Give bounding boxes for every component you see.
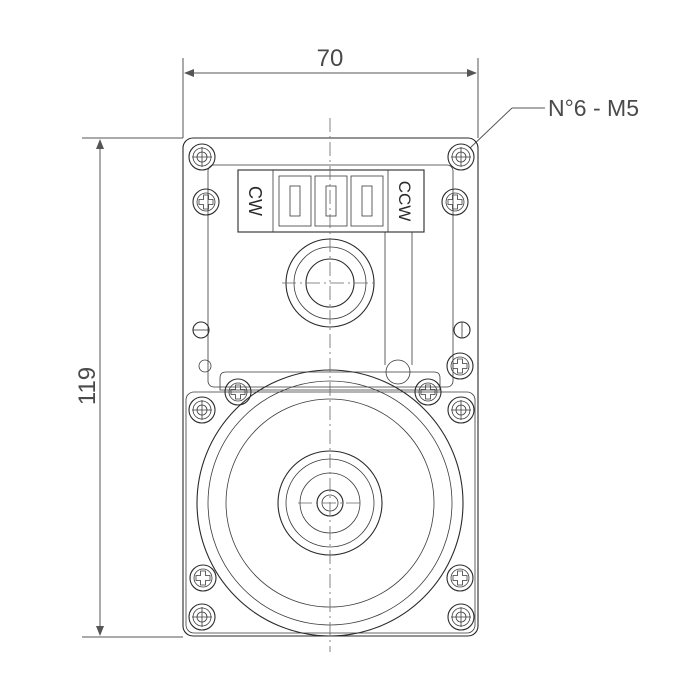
terminal-1 (278, 175, 312, 227)
terminal-housing (237, 169, 425, 233)
mounting-hole-icon (188, 396, 216, 424)
hole-callout: N°6 - M5 (469, 95, 639, 149)
height-dimension: 119 (74, 137, 183, 638)
width-dimension: 70 (182, 45, 479, 138)
flange-ridge (219, 371, 441, 391)
screw-icon (446, 352, 474, 380)
locator-hole (198, 359, 212, 373)
cable-channel (384, 232, 413, 385)
cable-gland (385, 359, 411, 385)
mounting-hole-icon (447, 603, 475, 631)
callout-leader (469, 107, 513, 149)
terminal-block: CW CCW (237, 169, 425, 233)
ground-right (453, 321, 471, 339)
screw-icon (446, 564, 474, 592)
height-dimension-label: 119 (74, 367, 101, 405)
callout-label: N°6 - M5 (548, 95, 639, 121)
terminal-label-cw: CW (245, 186, 265, 216)
ground-left (192, 321, 210, 339)
screw-icon (441, 188, 469, 216)
mounting-hole-icon (188, 143, 216, 171)
mounting-hole-icon (447, 143, 475, 171)
mounting-hole-icon (447, 396, 475, 424)
screw-icon (189, 564, 217, 592)
width-dimension-label: 70 (317, 45, 344, 72)
terminal-3 (350, 175, 384, 227)
mounting-hole-icon (188, 603, 216, 631)
screw-icon (192, 188, 220, 216)
motor-flange (185, 391, 476, 634)
motor-body (182, 137, 479, 637)
center-lines (282, 118, 378, 652)
terminal-label-ccw: CCW (395, 181, 414, 222)
terminal-2 (314, 175, 348, 227)
gearbox-plate (207, 164, 454, 388)
